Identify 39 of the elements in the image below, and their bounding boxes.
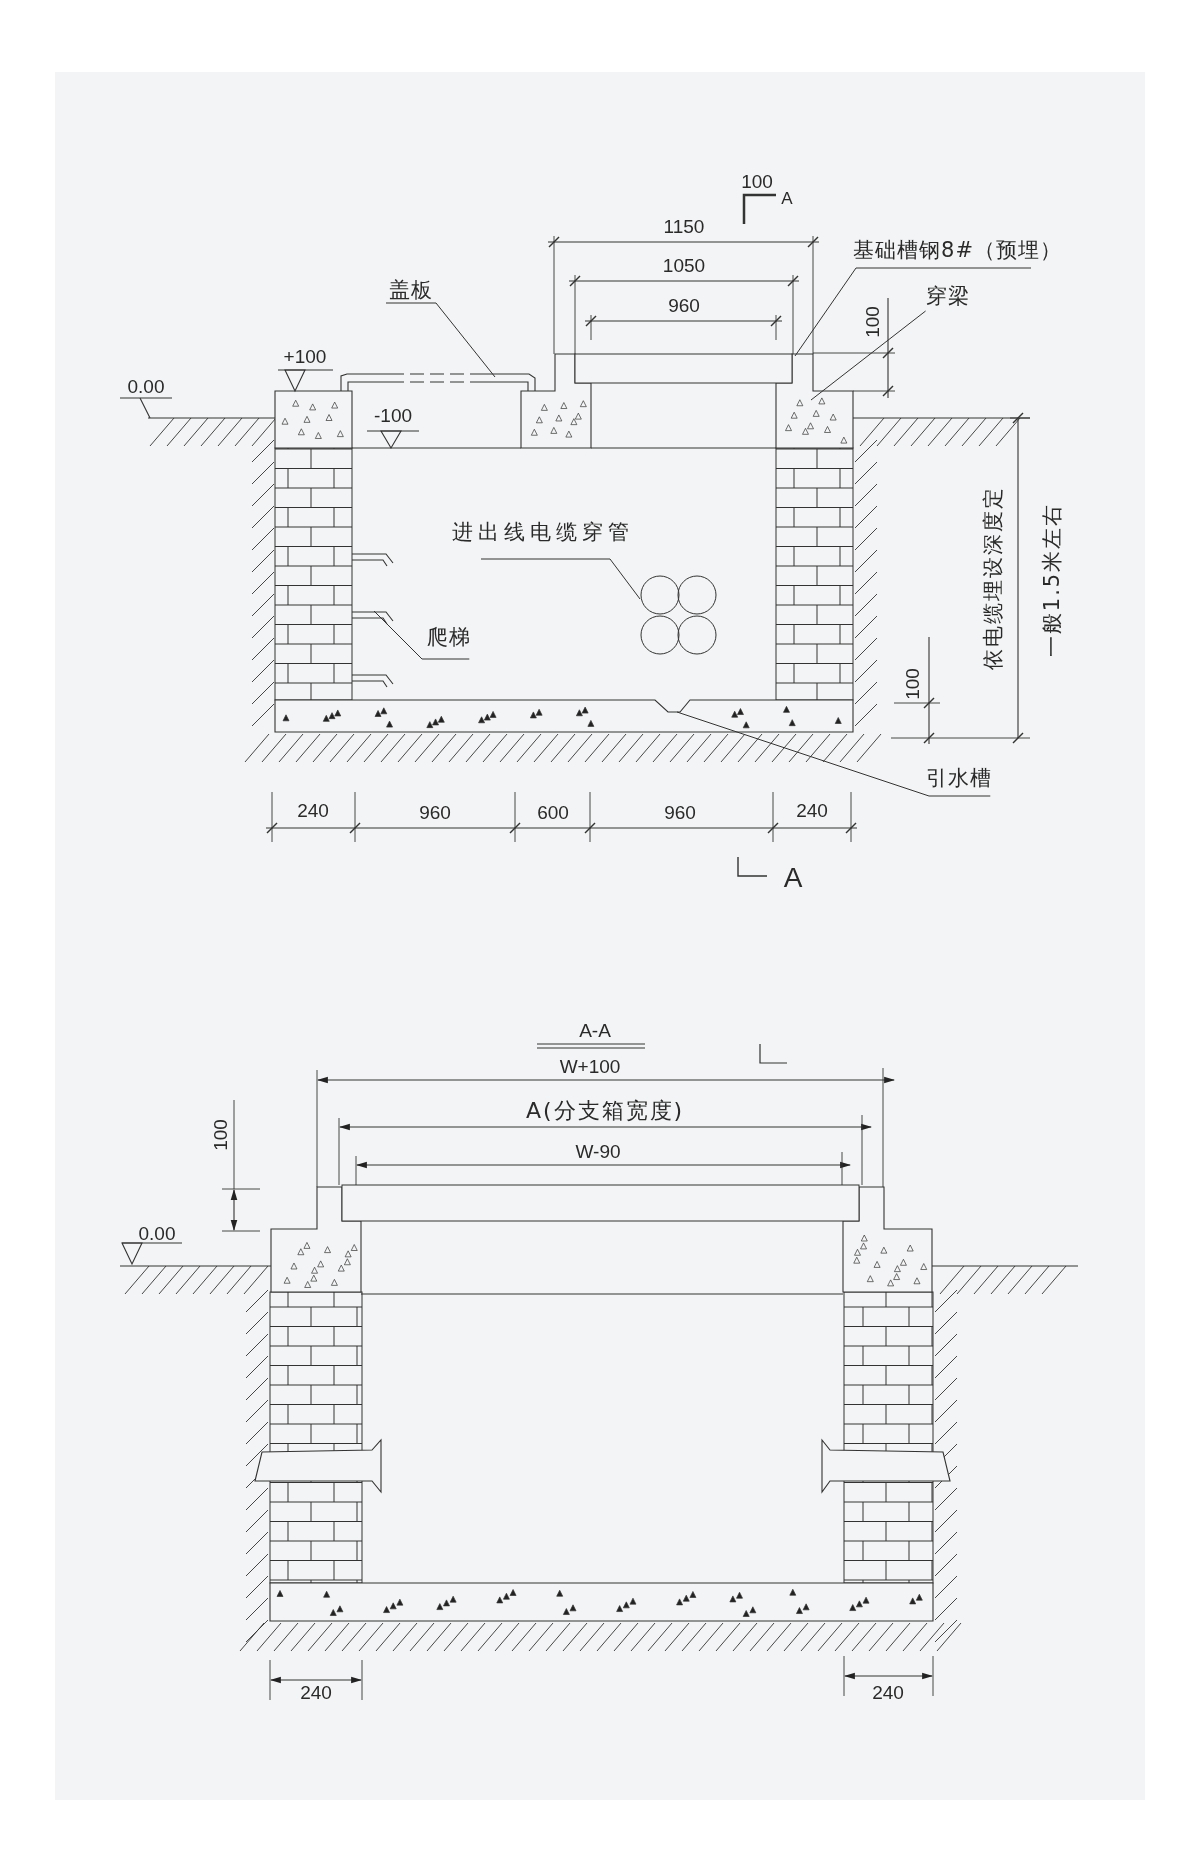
dimension-text: A(分支箱宽度) xyxy=(525,1100,685,1122)
dimension-text: 240 xyxy=(872,1682,904,1702)
leader-line xyxy=(810,310,927,401)
callout-text: 穿梁 xyxy=(926,284,970,308)
dimension-text: W+100 xyxy=(559,1056,621,1076)
dimension-text: 100 xyxy=(210,1119,230,1151)
callout-text: 盖板 xyxy=(389,278,433,302)
leader-line xyxy=(385,302,496,378)
leader-line xyxy=(480,558,641,600)
dimension-text: 960 xyxy=(668,295,700,315)
dimension-text: 960 xyxy=(664,802,696,822)
leader-line xyxy=(373,610,470,660)
dimension-text: 1150 xyxy=(663,216,705,236)
callout-text: 引水槽 xyxy=(926,766,992,790)
section-title: A-A xyxy=(579,1020,611,1040)
depth-note: 依电缆埋设深度定 xyxy=(982,486,1004,670)
dimension-text: 960 xyxy=(419,802,451,822)
elevation-text: 0.00 xyxy=(138,1223,176,1243)
dimension-text: 1050 xyxy=(662,255,706,275)
dimension-text: 240 xyxy=(796,800,828,820)
dimension-text: 600 xyxy=(537,802,569,822)
leader-line xyxy=(676,711,991,797)
callout-text: 爬梯 xyxy=(427,625,471,649)
depth-note: 一般1.5米左右 xyxy=(1041,502,1063,658)
section-label: A xyxy=(783,864,803,892)
leader-line xyxy=(794,267,1032,357)
callout-text: 进出线电缆穿管 xyxy=(451,520,634,544)
dimension-text: 100 xyxy=(741,171,773,191)
dimension-text: 100 xyxy=(902,668,922,700)
elevation-text: 0.00 xyxy=(127,376,165,396)
elevation-text: +100 xyxy=(283,346,327,366)
section-label: A xyxy=(781,189,793,207)
callout-text: 基础槽钢8#（预埋） xyxy=(853,238,1062,262)
dimension-text: W-90 xyxy=(575,1141,621,1161)
elevation-text: -100 xyxy=(374,405,412,425)
dimension-text: 240 xyxy=(297,800,329,820)
cable-pipe-bundle xyxy=(640,575,718,655)
dimension-text: 240 xyxy=(300,1682,332,1702)
dimension-text: 100 xyxy=(862,306,882,338)
